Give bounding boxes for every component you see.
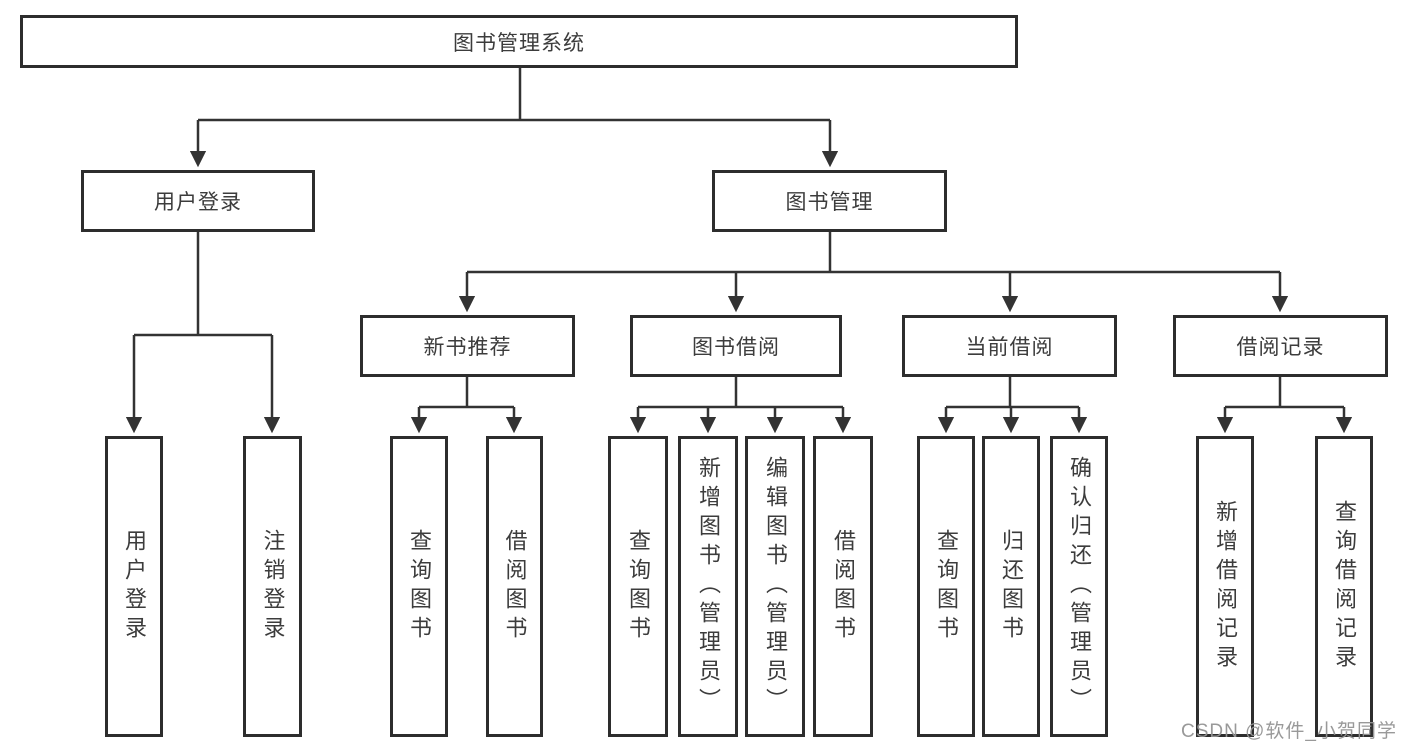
node-label: 新增借阅记录	[1213, 499, 1238, 674]
node-label: 新书推荐	[423, 336, 512, 359]
leaf-bb-borrow-books: 借阅图书	[813, 436, 873, 737]
leaf-bb-edit-books-admin: 编辑图书（管理员）	[745, 436, 805, 737]
connector-user-login-rail	[134, 232, 272, 337]
node-label: 编辑图书（管理员）	[763, 456, 788, 717]
node-label: 查询图书	[626, 528, 651, 645]
node-label: 归还图书	[999, 528, 1024, 645]
connector-current-borrow-rail	[946, 377, 1079, 409]
leaf-bb-query-books: 查询图书	[608, 436, 668, 737]
node-label: 借阅图书	[502, 528, 528, 645]
node-label: 图书借阅	[692, 336, 780, 359]
node-borrowing-records: 借阅记录	[1173, 315, 1388, 377]
node-user-login: 用户登录	[81, 170, 315, 232]
node-label: 用户登录	[154, 191, 242, 214]
leaf-rec-borrow-books: 借阅图书	[486, 436, 543, 737]
node-label: 用户登录	[122, 528, 147, 645]
leaf-rec-query-books: 查询图书	[390, 436, 448, 737]
node-label: 确认归还（管理员）	[1067, 456, 1092, 717]
node-label: 查询图书	[407, 528, 432, 645]
node-label: 注销登录	[260, 528, 286, 645]
node-label: 查询图书	[934, 528, 959, 645]
connector-book-borrow-rail	[638, 377, 843, 409]
node-current-borrowing: 当前借阅	[902, 315, 1117, 377]
node-library-system-root: 图书管理系统	[20, 15, 1018, 68]
leaf-br-query-record: 查询借阅记录	[1315, 436, 1373, 737]
leaf-cb-confirm-return-admin: 确认归还（管理员）	[1050, 436, 1108, 737]
leaf-user-login: 用户登录	[105, 436, 163, 737]
node-label: 新增图书（管理员）	[696, 456, 721, 717]
connector-root-rail	[198, 68, 830, 122]
node-label: 借阅记录	[1236, 336, 1325, 359]
leaf-bb-add-books-admin: 新增图书（管理员）	[678, 436, 738, 737]
connector-book-mgmt-rail	[467, 232, 1280, 274]
leaf-cb-query-books: 查询图书	[917, 436, 975, 737]
node-label: 查询借阅记录	[1332, 499, 1357, 674]
node-label: 借阅图书	[831, 528, 856, 645]
leaf-logout: 注销登录	[243, 436, 302, 737]
node-label: 图书管理系统	[453, 31, 585, 55]
node-book-borrowing: 图书借阅	[630, 315, 842, 377]
leaf-br-add-record: 新增借阅记录	[1196, 436, 1254, 737]
node-label: 当前借阅	[965, 336, 1054, 359]
connector-new-book-rail	[419, 377, 514, 409]
leaf-cb-return-books: 归还图书	[982, 436, 1040, 737]
connector-borrow-records-rail	[1225, 377, 1344, 409]
node-label: 图书管理	[785, 191, 874, 214]
node-book-management: 图书管理	[712, 170, 947, 232]
node-new-book-recommendation: 新书推荐	[360, 315, 575, 377]
csdn-watermark: CSDN @软件_小贺同学	[1181, 721, 1397, 742]
